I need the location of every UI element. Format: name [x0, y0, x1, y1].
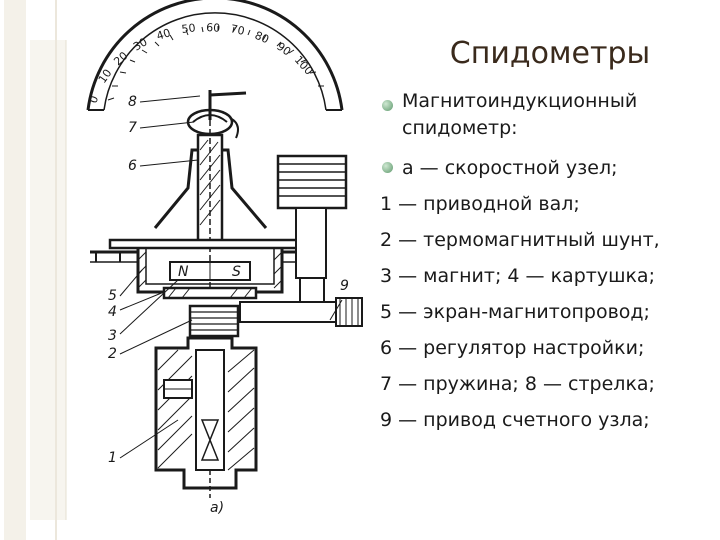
callout-9: 9	[340, 278, 349, 294]
callout-1: 1	[108, 450, 117, 466]
worm-threads	[278, 163, 346, 197]
callout-8: 8	[128, 94, 137, 110]
list-item: Магнитоиндукционный	[380, 88, 715, 114]
speedometer-diagram: 0 10 20 30 40 50 60 70 80 90 100	[86, 0, 363, 516]
callout-5: 5	[108, 288, 117, 304]
list-item: 3 — магнит; 4 — картушка;	[380, 265, 655, 287]
scale-label: 30	[131, 35, 150, 53]
magnet-north-label: N	[178, 264, 189, 280]
list-item: 9 — привод счетного узла;	[380, 409, 650, 431]
callout-4: 4	[108, 304, 117, 320]
list-item: 2 — термомагнитный шунт,	[380, 229, 660, 251]
dial-ticks	[107, 26, 324, 101]
callout-7: 7	[128, 120, 137, 136]
scale-label: 0	[87, 94, 102, 105]
background-decoration	[0, 0, 80, 540]
legend-list: Магнитоиндукционный спидометр: а — скоро…	[380, 86, 715, 438]
scale-label: 20	[111, 49, 130, 68]
list-item: 1 — приводной вал;	[380, 193, 580, 215]
list-item-continuation: спидометр:	[402, 117, 518, 139]
magnet-south-label: S	[232, 264, 241, 280]
list-item: а — скоростной узел;	[380, 150, 715, 186]
callout-3: 3	[108, 328, 117, 344]
callout-2: 2	[108, 346, 117, 362]
list-item: 6 — регулятор настройки;	[380, 337, 645, 359]
scale-label: 70	[229, 22, 245, 38]
figure-caption: а)	[210, 500, 224, 516]
list-item: 5 — экран-магнитопровод;	[380, 301, 650, 323]
scale-label: 50	[181, 21, 196, 36]
list-item: 7 — пружина; 8 — стрелка;	[380, 373, 655, 395]
scale-label: 100	[292, 53, 316, 77]
scale-label: 60	[206, 21, 221, 35]
scale-label: 40	[155, 26, 172, 43]
dial-scale-numbers: 0 10 20 30 40 50 60 70 80 90 100	[87, 21, 316, 105]
callout-6: 6	[128, 158, 137, 174]
scale-label: 80	[253, 29, 271, 46]
slide-title: Спидометры	[449, 36, 651, 71]
